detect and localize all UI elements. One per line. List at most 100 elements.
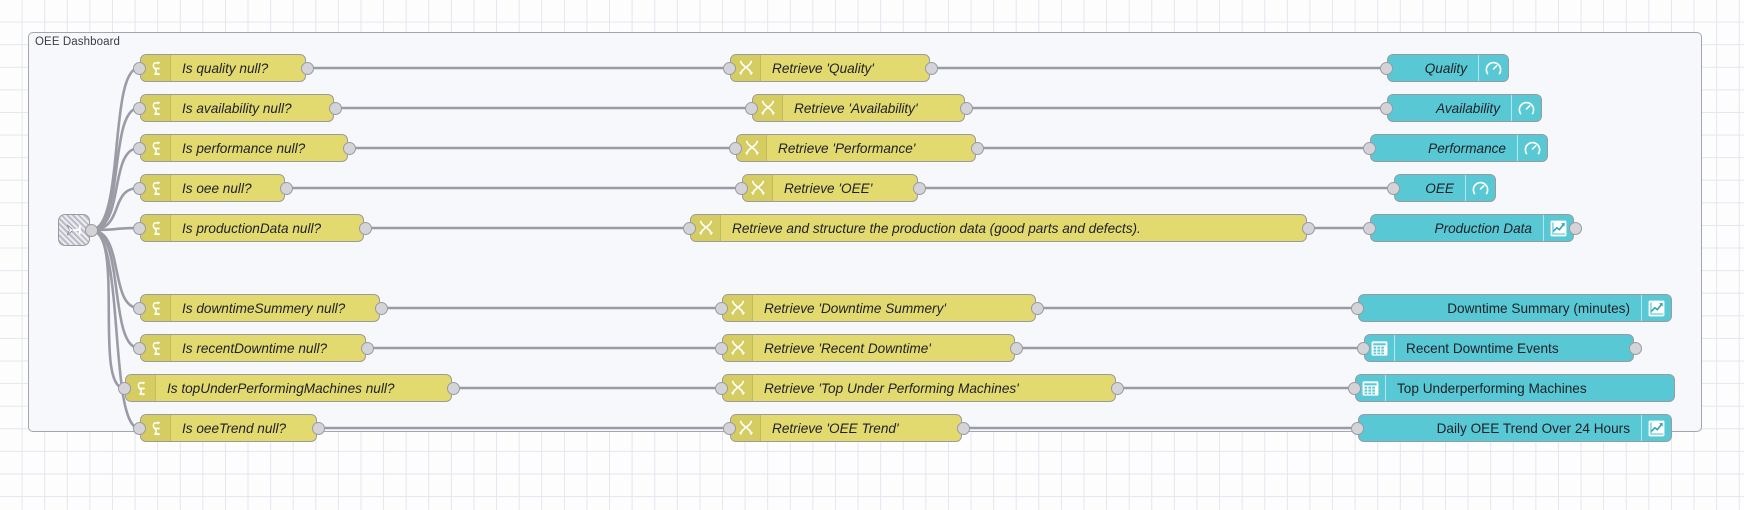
change-input-port-4[interactable]	[682, 221, 696, 235]
change-input-port-6[interactable]	[714, 341, 728, 355]
switch-output-port-7[interactable]	[446, 381, 460, 395]
switch-output-port-4[interactable]	[358, 221, 372, 235]
ui-node-availability[interactable]: Availability	[1387, 94, 1542, 122]
switch-output-port-6[interactable]	[360, 341, 374, 355]
switch-input-port-8[interactable]	[132, 421, 146, 435]
ui-input-port-1[interactable]	[1379, 101, 1393, 115]
switch-input-port-6[interactable]	[132, 341, 146, 355]
ui-output-port-4[interactable]	[1568, 221, 1582, 235]
switch-node-is-performance-null[interactable]: Is performance null?	[140, 134, 348, 162]
node-label: Retrieve 'Quality'	[772, 60, 874, 76]
switch-output-port-8[interactable]	[311, 421, 325, 435]
change-input-port-0[interactable]	[722, 61, 736, 75]
switch-node-is-productiondata-null[interactable]: Is productionData null?	[140, 214, 364, 242]
change-node-retrieve-downtime-summery[interactable]: Retrieve 'Downtime Summery'	[722, 294, 1036, 322]
change-input-port-1[interactable]	[744, 101, 758, 115]
switch-node-is-quality-null[interactable]: Is quality null?	[140, 54, 306, 82]
node-label: Retrieve 'Availability'	[794, 100, 918, 116]
ui-node-quality[interactable]: Quality	[1387, 54, 1509, 82]
change-icon	[723, 295, 753, 321]
ui-node-recent-downtime-events[interactable]: Recent Downtime Events	[1364, 334, 1634, 362]
ui-node-production-data[interactable]: Production Data	[1370, 214, 1574, 242]
link-in-output-port[interactable]	[84, 223, 98, 237]
change-output-port-7[interactable]	[1110, 381, 1124, 395]
switch-input-port-7[interactable]	[117, 381, 131, 395]
change-node-retrieve-recent-downtime[interactable]: Retrieve 'Recent Downtime'	[722, 334, 1015, 362]
ui-input-port-4[interactable]	[1362, 221, 1376, 235]
node-label: OEE	[1425, 180, 1454, 196]
switch-icon	[141, 55, 171, 81]
ui-input-port-6[interactable]	[1356, 341, 1370, 355]
change-output-port-1[interactable]	[959, 101, 973, 115]
switch-node-is-downtimesummery-null[interactable]: Is downtimeSummery null?	[140, 294, 380, 322]
change-output-port-8[interactable]	[956, 421, 970, 435]
change-node-retrieve-and-structure-the-production-data[interactable]: Retrieve and structure the production da…	[690, 214, 1307, 242]
node-label: Is performance null?	[182, 140, 306, 156]
switch-output-port-0[interactable]	[300, 61, 314, 75]
switch-node-is-oee-null[interactable]: Is oee null?	[140, 174, 285, 202]
change-node-retrieve-quality[interactable]: Retrieve 'Quality'	[730, 54, 930, 82]
node-label: Top Underperforming Machines	[1397, 380, 1587, 396]
change-node-retrieve-availability[interactable]: Retrieve 'Availability'	[752, 94, 965, 122]
node-label: Downtime Summary (minutes)	[1447, 300, 1630, 316]
change-node-retrieve-performance[interactable]: Retrieve 'Performance'	[736, 134, 976, 162]
node-label: Is oee null?	[182, 180, 252, 196]
ui-output-port-6[interactable]	[1628, 341, 1642, 355]
gauge-icon	[1517, 135, 1547, 161]
ui-input-port-7[interactable]	[1347, 381, 1361, 395]
switch-input-port-4[interactable]	[132, 221, 146, 235]
chart-icon	[1641, 415, 1671, 441]
node-label: Retrieve 'OEE Trend'	[772, 420, 899, 436]
switch-output-port-1[interactable]	[328, 101, 342, 115]
switch-input-port-5[interactable]	[132, 301, 146, 315]
node-label: Retrieve 'Top Under Performing Machines'	[764, 380, 1019, 396]
change-output-port-5[interactable]	[1030, 301, 1044, 315]
ui-input-port-8[interactable]	[1350, 421, 1364, 435]
change-node-retrieve-oee[interactable]: Retrieve 'OEE'	[742, 174, 918, 202]
ui-node-performance[interactable]: Performance	[1370, 134, 1548, 162]
change-input-port-7[interactable]	[714, 381, 728, 395]
ui-node-oee[interactable]: OEE	[1394, 174, 1496, 202]
ui-input-port-0[interactable]	[1379, 61, 1393, 75]
switch-input-port-2[interactable]	[132, 141, 146, 155]
node-label: Availability	[1436, 100, 1500, 116]
ui-node-top-underperforming-machines[interactable]: Top Underperforming Machines	[1355, 374, 1675, 402]
change-icon	[691, 215, 721, 241]
change-output-port-3[interactable]	[912, 181, 926, 195]
switch-node-is-availability-null[interactable]: Is availability null?	[140, 94, 334, 122]
switch-output-port-5[interactable]	[374, 301, 388, 315]
switch-input-port-0[interactable]	[132, 61, 146, 75]
switch-node-is-topunderperformingmachines-null[interactable]: Is topUnderPerformingMachines null?	[125, 374, 452, 402]
change-input-port-5[interactable]	[714, 301, 728, 315]
change-output-port-6[interactable]	[1009, 341, 1023, 355]
ui-node-daily-oee-trend-over-24-hours[interactable]: Daily OEE Trend Over 24 Hours	[1358, 414, 1672, 442]
node-label: Is topUnderPerformingMachines null?	[167, 380, 395, 396]
node-label: Retrieve 'Performance'	[778, 140, 916, 156]
ui-input-port-5[interactable]	[1350, 301, 1364, 315]
node-label: Recent Downtime Events	[1406, 340, 1559, 356]
switch-output-port-3[interactable]	[279, 181, 293, 195]
node-label: Retrieve 'Recent Downtime'	[764, 340, 931, 356]
switch-output-port-2[interactable]	[342, 141, 356, 155]
change-node-retrieve-oee-trend[interactable]: Retrieve 'OEE Trend'	[730, 414, 962, 442]
change-input-port-8[interactable]	[722, 421, 736, 435]
change-icon	[723, 335, 753, 361]
change-input-port-3[interactable]	[734, 181, 748, 195]
node-label: Daily OEE Trend Over 24 Hours	[1436, 420, 1630, 436]
ui-input-port-2[interactable]	[1362, 141, 1376, 155]
switch-icon	[126, 375, 156, 401]
switch-node-is-oeetrend-null[interactable]: Is oeeTrend null?	[140, 414, 317, 442]
switch-node-is-recentdowntime-null[interactable]: Is recentDowntime null?	[140, 334, 366, 362]
change-node-retrieve-top-under-performing-machines[interactable]: Retrieve 'Top Under Performing Machines'	[722, 374, 1116, 402]
change-output-port-2[interactable]	[970, 141, 984, 155]
change-output-port-0[interactable]	[924, 61, 938, 75]
switch-input-port-1[interactable]	[132, 101, 146, 115]
change-output-port-4[interactable]	[1301, 221, 1315, 235]
switch-input-port-3[interactable]	[132, 181, 146, 195]
gauge-icon	[1478, 55, 1508, 81]
change-input-port-2[interactable]	[728, 141, 742, 155]
ui-node-downtime-summary-minutes[interactable]: Downtime Summary (minutes)	[1358, 294, 1672, 322]
ui-input-port-3[interactable]	[1386, 181, 1400, 195]
node-label: Retrieve and structure the production da…	[732, 220, 1141, 236]
